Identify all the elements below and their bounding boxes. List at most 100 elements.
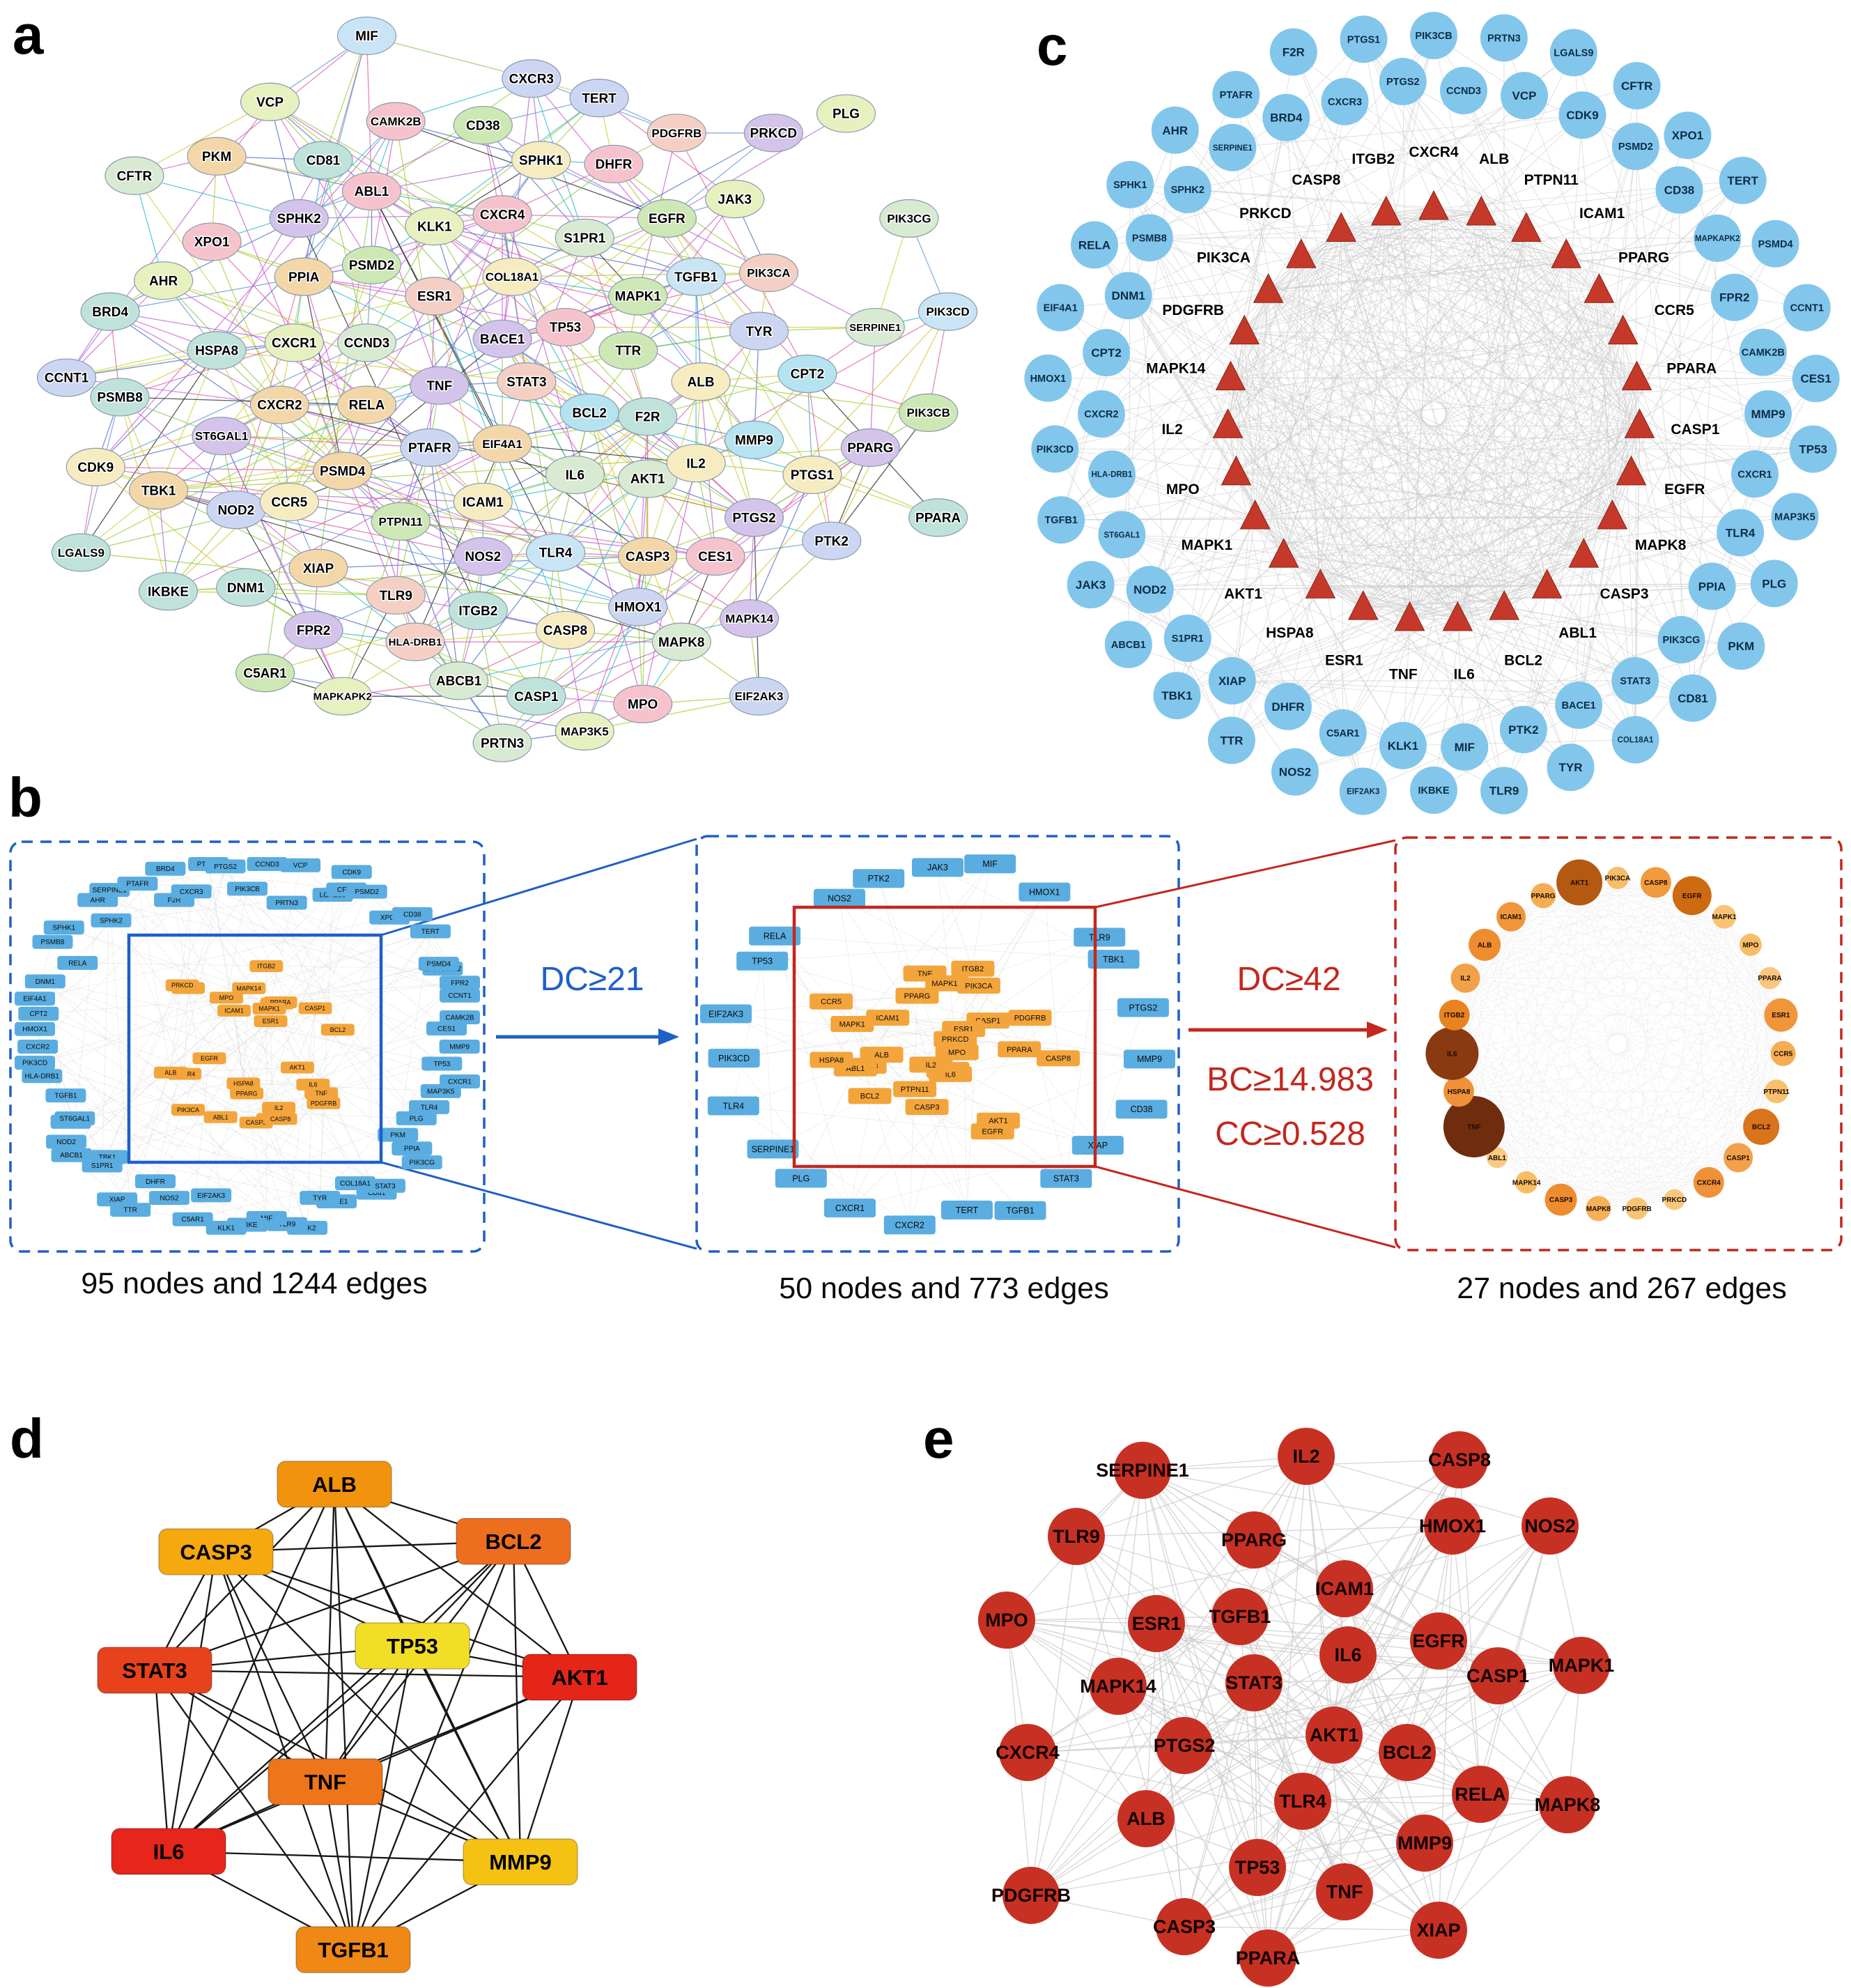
svg-text:C5AR1: C5AR1: [243, 666, 287, 681]
mini3-node-icam1: ICAM1: [1496, 902, 1526, 932]
hub-node-akt1: AKT1: [1223, 538, 1299, 603]
svg-text:ALB: ALB: [874, 1051, 889, 1060]
circle-node-klk1: KLK1: [1379, 721, 1427, 769]
target-node-hmox1: HMOX1: [1419, 1497, 1486, 1555]
svg-text:FPR2: FPR2: [451, 980, 469, 987]
mini1-node-ccnd3: CCND3: [247, 857, 288, 871]
mini2-node-mmp9: MMP9: [1124, 1049, 1175, 1069]
circle-node-pik3cb: PIK3CB: [1410, 12, 1457, 59]
svg-text:ABL1: ABL1: [1488, 1155, 1507, 1162]
svg-text:IKBKE: IKBKE: [148, 585, 189, 599]
svg-text:BRD4: BRD4: [1270, 111, 1303, 125]
filter-label-dc21: DC≥21: [540, 961, 644, 998]
gene-node-alb: ALB: [671, 362, 731, 401]
hub-node-ppara: PPARA: [1621, 360, 1718, 391]
mini2-node-pparg: PPARG: [895, 987, 939, 1004]
svg-text:BCL2: BCL2: [330, 1026, 346, 1033]
hub-node-icam1: ICAM1: [1551, 204, 1626, 268]
svg-text:CCNT1: CCNT1: [45, 371, 89, 386]
hub-node-il6: IL6: [1442, 601, 1476, 684]
svg-text:EIF2AK3: EIF2AK3: [1347, 788, 1379, 796]
circle-node-camk2b: CAMK2B: [1739, 328, 1787, 376]
hub-node-mapk14: MAPK14: [1145, 360, 1246, 391]
svg-text:ST6GAL1: ST6GAL1: [59, 1115, 90, 1123]
svg-text:CXCR2: CXCR2: [26, 1044, 49, 1051]
svg-text:PPIA: PPIA: [1698, 580, 1726, 593]
svg-text:PTGS1: PTGS1: [1347, 34, 1381, 45]
mini2-node-mpo: MPO: [935, 1044, 979, 1061]
mini1-node-camk2b: CAMK2B: [440, 1010, 480, 1025]
mini1-node-rela: RELA: [57, 955, 98, 970]
svg-text:SERPINE1: SERPINE1: [93, 887, 127, 895]
svg-text:MAPK1: MAPK1: [614, 290, 661, 305]
svg-text:EGFR: EGFR: [1664, 481, 1705, 498]
target-node-pdgfrb: PDGFRB: [991, 1867, 1071, 1924]
gene-node-cxcr1: CXCR1: [264, 323, 324, 362]
svg-text:PTGS2: PTGS2: [1129, 1003, 1157, 1012]
circle-node-psmb8: PSMB8: [1125, 214, 1173, 262]
target-node-rela: RELA: [1452, 1766, 1509, 1823]
circle-node-ptgs2: PTGS2: [1379, 58, 1427, 106]
svg-text:PPARG: PPARG: [1618, 249, 1669, 265]
svg-text:MMP9: MMP9: [489, 1850, 552, 1874]
svg-text:MAPKAPK2: MAPKAPK2: [1695, 235, 1740, 243]
svg-text:MAPK14: MAPK14: [931, 980, 961, 988]
svg-text:TLR9: TLR9: [1053, 1526, 1100, 1547]
mini2-node-jak3: JAK3: [912, 858, 963, 877]
svg-text:PSMD2: PSMD2: [349, 259, 394, 273]
hub-node-mpo: MPO: [1165, 455, 1252, 498]
svg-text:BCL2: BCL2: [1504, 652, 1542, 668]
svg-text:MAPK1: MAPK1: [839, 1020, 865, 1028]
mini1-node-mapk14: MAPK14: [232, 982, 266, 994]
svg-text:CXCR1: CXCR1: [448, 1078, 472, 1086]
svg-text:PLG: PLG: [832, 107, 860, 122]
svg-text:ICAM1: ICAM1: [224, 1008, 244, 1015]
hub-node-pik3ca: PIK3CA: [1195, 249, 1284, 303]
gene-node-pik3cg: PIK3CG: [879, 199, 939, 238]
svg-text:PRTN3: PRTN3: [275, 900, 298, 907]
mini3-node-abl1: ABL1: [1486, 1147, 1508, 1169]
mini1-node-psmd2: PSMD2: [346, 884, 387, 899]
svg-text:HMOX1: HMOX1: [1029, 888, 1060, 897]
svg-text:EIF2AK3: EIF2AK3: [708, 1009, 743, 1019]
target-node-stat3: STAT3: [1225, 1654, 1283, 1711]
svg-text:PTAFR: PTAFR: [126, 881, 148, 888]
gene-node-tlr4: TLR4: [525, 533, 586, 572]
mini1-node-plg: PLG: [396, 1111, 437, 1125]
svg-text:PKM: PKM: [390, 1132, 405, 1139]
svg-text:CCND3: CCND3: [1446, 86, 1481, 97]
mini1-node-pik3cd: PIK3CD: [15, 1056, 55, 1070]
gene-node-eif4a1: EIF4A1: [472, 424, 532, 463]
svg-text:BCL2: BCL2: [572, 406, 607, 421]
svg-text:CD38: CD38: [1131, 1104, 1153, 1114]
filter-label-dc42: DC≥42: [1237, 961, 1341, 998]
mini2-node-bcl2: BCL2: [848, 1088, 892, 1104]
filter-label-bc: BC≥14.983: [1207, 1061, 1374, 1098]
svg-text:XIAP: XIAP: [303, 562, 334, 576]
svg-text:HMOX1: HMOX1: [1030, 373, 1067, 385]
circle-node-tp53: TP53: [1789, 425, 1837, 473]
svg-text:XIAP: XIAP: [109, 1196, 125, 1204]
svg-text:IL2: IL2: [926, 1061, 936, 1070]
hub-node-prkcd: PRKCD: [1238, 204, 1317, 268]
mini1-node-col18a1: COL18A1: [334, 1176, 375, 1191]
svg-text:XPO1: XPO1: [380, 914, 399, 922]
mini2-node-tert: TERT: [940, 1201, 993, 1220]
svg-text:ABL1: ABL1: [1558, 625, 1597, 641]
svg-text:IL2: IL2: [1460, 975, 1471, 983]
svg-text:PDGFRB: PDGFRB: [1622, 1205, 1652, 1213]
mini2-node-itgb2: ITGB2: [951, 960, 995, 977]
svg-text:SPHK2: SPHK2: [100, 917, 123, 925]
hub-node-itgb2: ITGB2: [1351, 151, 1402, 226]
mini1-node-abcb1: ABCB1: [51, 1148, 92, 1162]
svg-text:PPARA: PPARA: [1758, 975, 1781, 983]
gene-node-mmp9: MMP9: [724, 420, 784, 459]
mini2-node-hmox1: HMOX1: [1019, 882, 1071, 902]
mini1-node-prtn3: PRTN3: [266, 895, 307, 910]
mini1-node-nod2: NOD2: [46, 1134, 87, 1149]
svg-text:PPARG: PPARG: [236, 1090, 258, 1097]
mini1-node-cxcr3: CXCR3: [171, 884, 212, 899]
svg-text:BCL2: BCL2: [486, 1529, 542, 1554]
mini3-nodes: PIK3CACASP8EGFRMAPK1MPOPPARAESR1CCR5PTPN…: [1425, 859, 1798, 1222]
svg-text:HLA-DRB1: HLA-DRB1: [389, 636, 442, 648]
